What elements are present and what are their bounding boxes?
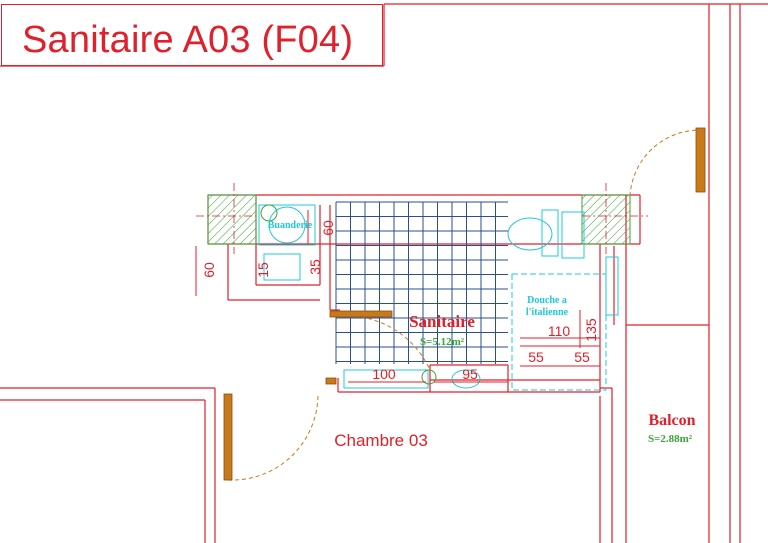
room-label-sanitaire: Sanitaire (409, 312, 475, 331)
wall-column-left (207, 194, 257, 245)
fixtures (258, 204, 585, 389)
room-label-balcon: Balcon (648, 412, 695, 429)
tile-grid (335, 201, 508, 364)
room-area-balcon: S=2.88m² (648, 433, 693, 445)
dim-110: 110 (548, 323, 571, 339)
room-area-sanitaire: S=5.12m² (420, 336, 465, 348)
dim-60-left: 60 (201, 262, 217, 278)
door-leaves (223, 127, 706, 481)
dimension-ticks (195, 210, 600, 383)
dim-15: 15 (255, 262, 271, 278)
dim-60-top: 60 (320, 220, 336, 236)
dim-55-b: 55 (574, 349, 590, 365)
room-label-chambre: Chambre 03 (334, 431, 428, 450)
door-swings (227, 129, 701, 481)
plan-title: Sanitaire A03 (F04) (22, 19, 354, 61)
axis-lines (196, 183, 648, 254)
window (605, 256, 619, 316)
dim-35: 35 (307, 259, 323, 275)
dim-55-a: 55 (528, 349, 544, 365)
shower-zone (511, 273, 607, 391)
dim-95: 95 (462, 366, 478, 382)
drain-sanitaire (421, 369, 437, 385)
dim-135: 135 (583, 318, 599, 342)
room-label-buanderie: Buanderie (268, 220, 313, 231)
room-label-douche-2: l'italienne (526, 307, 569, 318)
dim-100: 100 (372, 366, 396, 382)
drain-buanderie (260, 204, 278, 222)
room-label-douche-1: Douche a (527, 295, 567, 306)
outer-walls (0, 3, 768, 543)
